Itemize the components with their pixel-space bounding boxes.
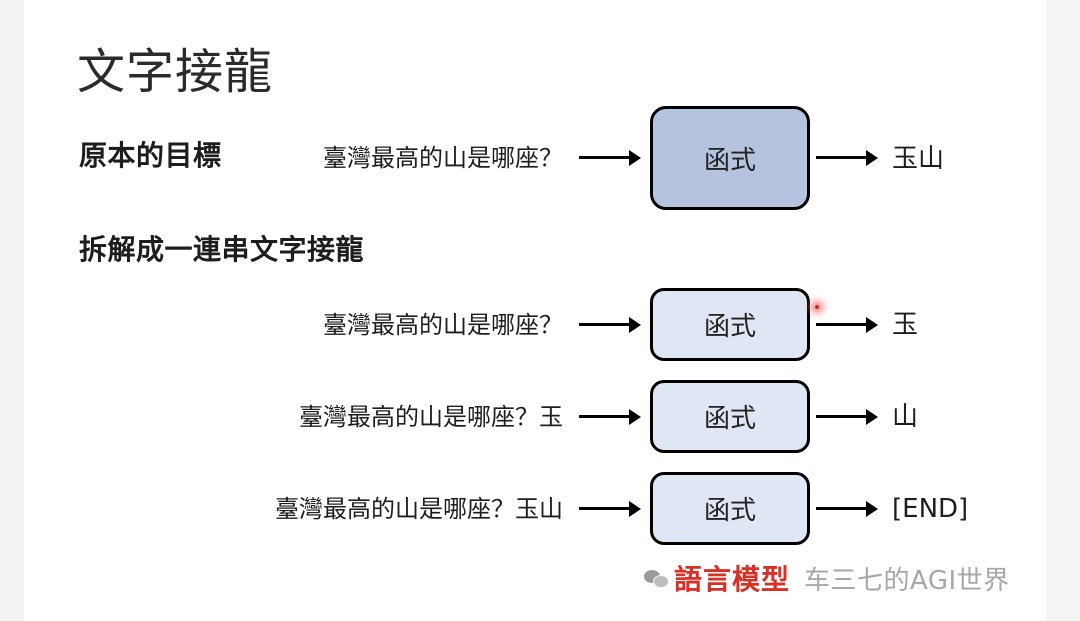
- step-1-function-box: 函式: [650, 288, 810, 361]
- slide-canvas: [24, 0, 1046, 621]
- watermark: 語言模型 车三七的AGI世界: [644, 558, 1010, 598]
- original-output-text: 玉山: [892, 144, 945, 174]
- step-1-output-arrow: [816, 317, 878, 333]
- step-3-input-arrow: [579, 501, 641, 517]
- slide-title: 文字接龍: [77, 44, 274, 100]
- original-output-arrow: [816, 150, 878, 166]
- decompose-heading: 拆解成一連串文字接龍: [79, 233, 365, 266]
- step-3-output-text: [END]: [892, 494, 969, 524]
- original-function-box: 函式: [650, 106, 810, 210]
- step-1-input-text: 臺灣最高的山是哪座？: [323, 311, 563, 339]
- step-3-output-arrow: [816, 501, 878, 517]
- watermark-account: 车三七的AGI世界: [804, 565, 1010, 596]
- function-label: 函式: [703, 145, 756, 176]
- original-input-arrow: [579, 150, 641, 166]
- step-2-input-text: 臺灣最高的山是哪座？玉: [299, 403, 563, 431]
- step-2-output-arrow: [816, 409, 878, 425]
- step-1-input-arrow: [579, 317, 641, 333]
- original-goal-heading: 原本的目標: [79, 139, 222, 172]
- original-input-text: 臺灣最高的山是哪座？: [323, 144, 563, 172]
- window-edge: [1046, 0, 1080, 621]
- step-3-input-text: 臺灣最高的山是哪座？玉山: [275, 495, 563, 523]
- laser-pointer-dot: [812, 302, 822, 312]
- step-2-output-text: 山: [892, 402, 919, 432]
- step-2-input-arrow: [579, 409, 641, 425]
- function-label: 函式: [703, 312, 756, 342]
- step-1-output-text: 玉: [892, 310, 919, 340]
- function-label: 函式: [703, 496, 756, 526]
- watermark-highlight: 語言模型: [674, 563, 791, 596]
- function-label: 函式: [703, 404, 756, 434]
- step-3-function-box: 函式: [650, 472, 810, 545]
- step-2-function-box: 函式: [650, 380, 810, 453]
- wechat-icon: [644, 568, 669, 588]
